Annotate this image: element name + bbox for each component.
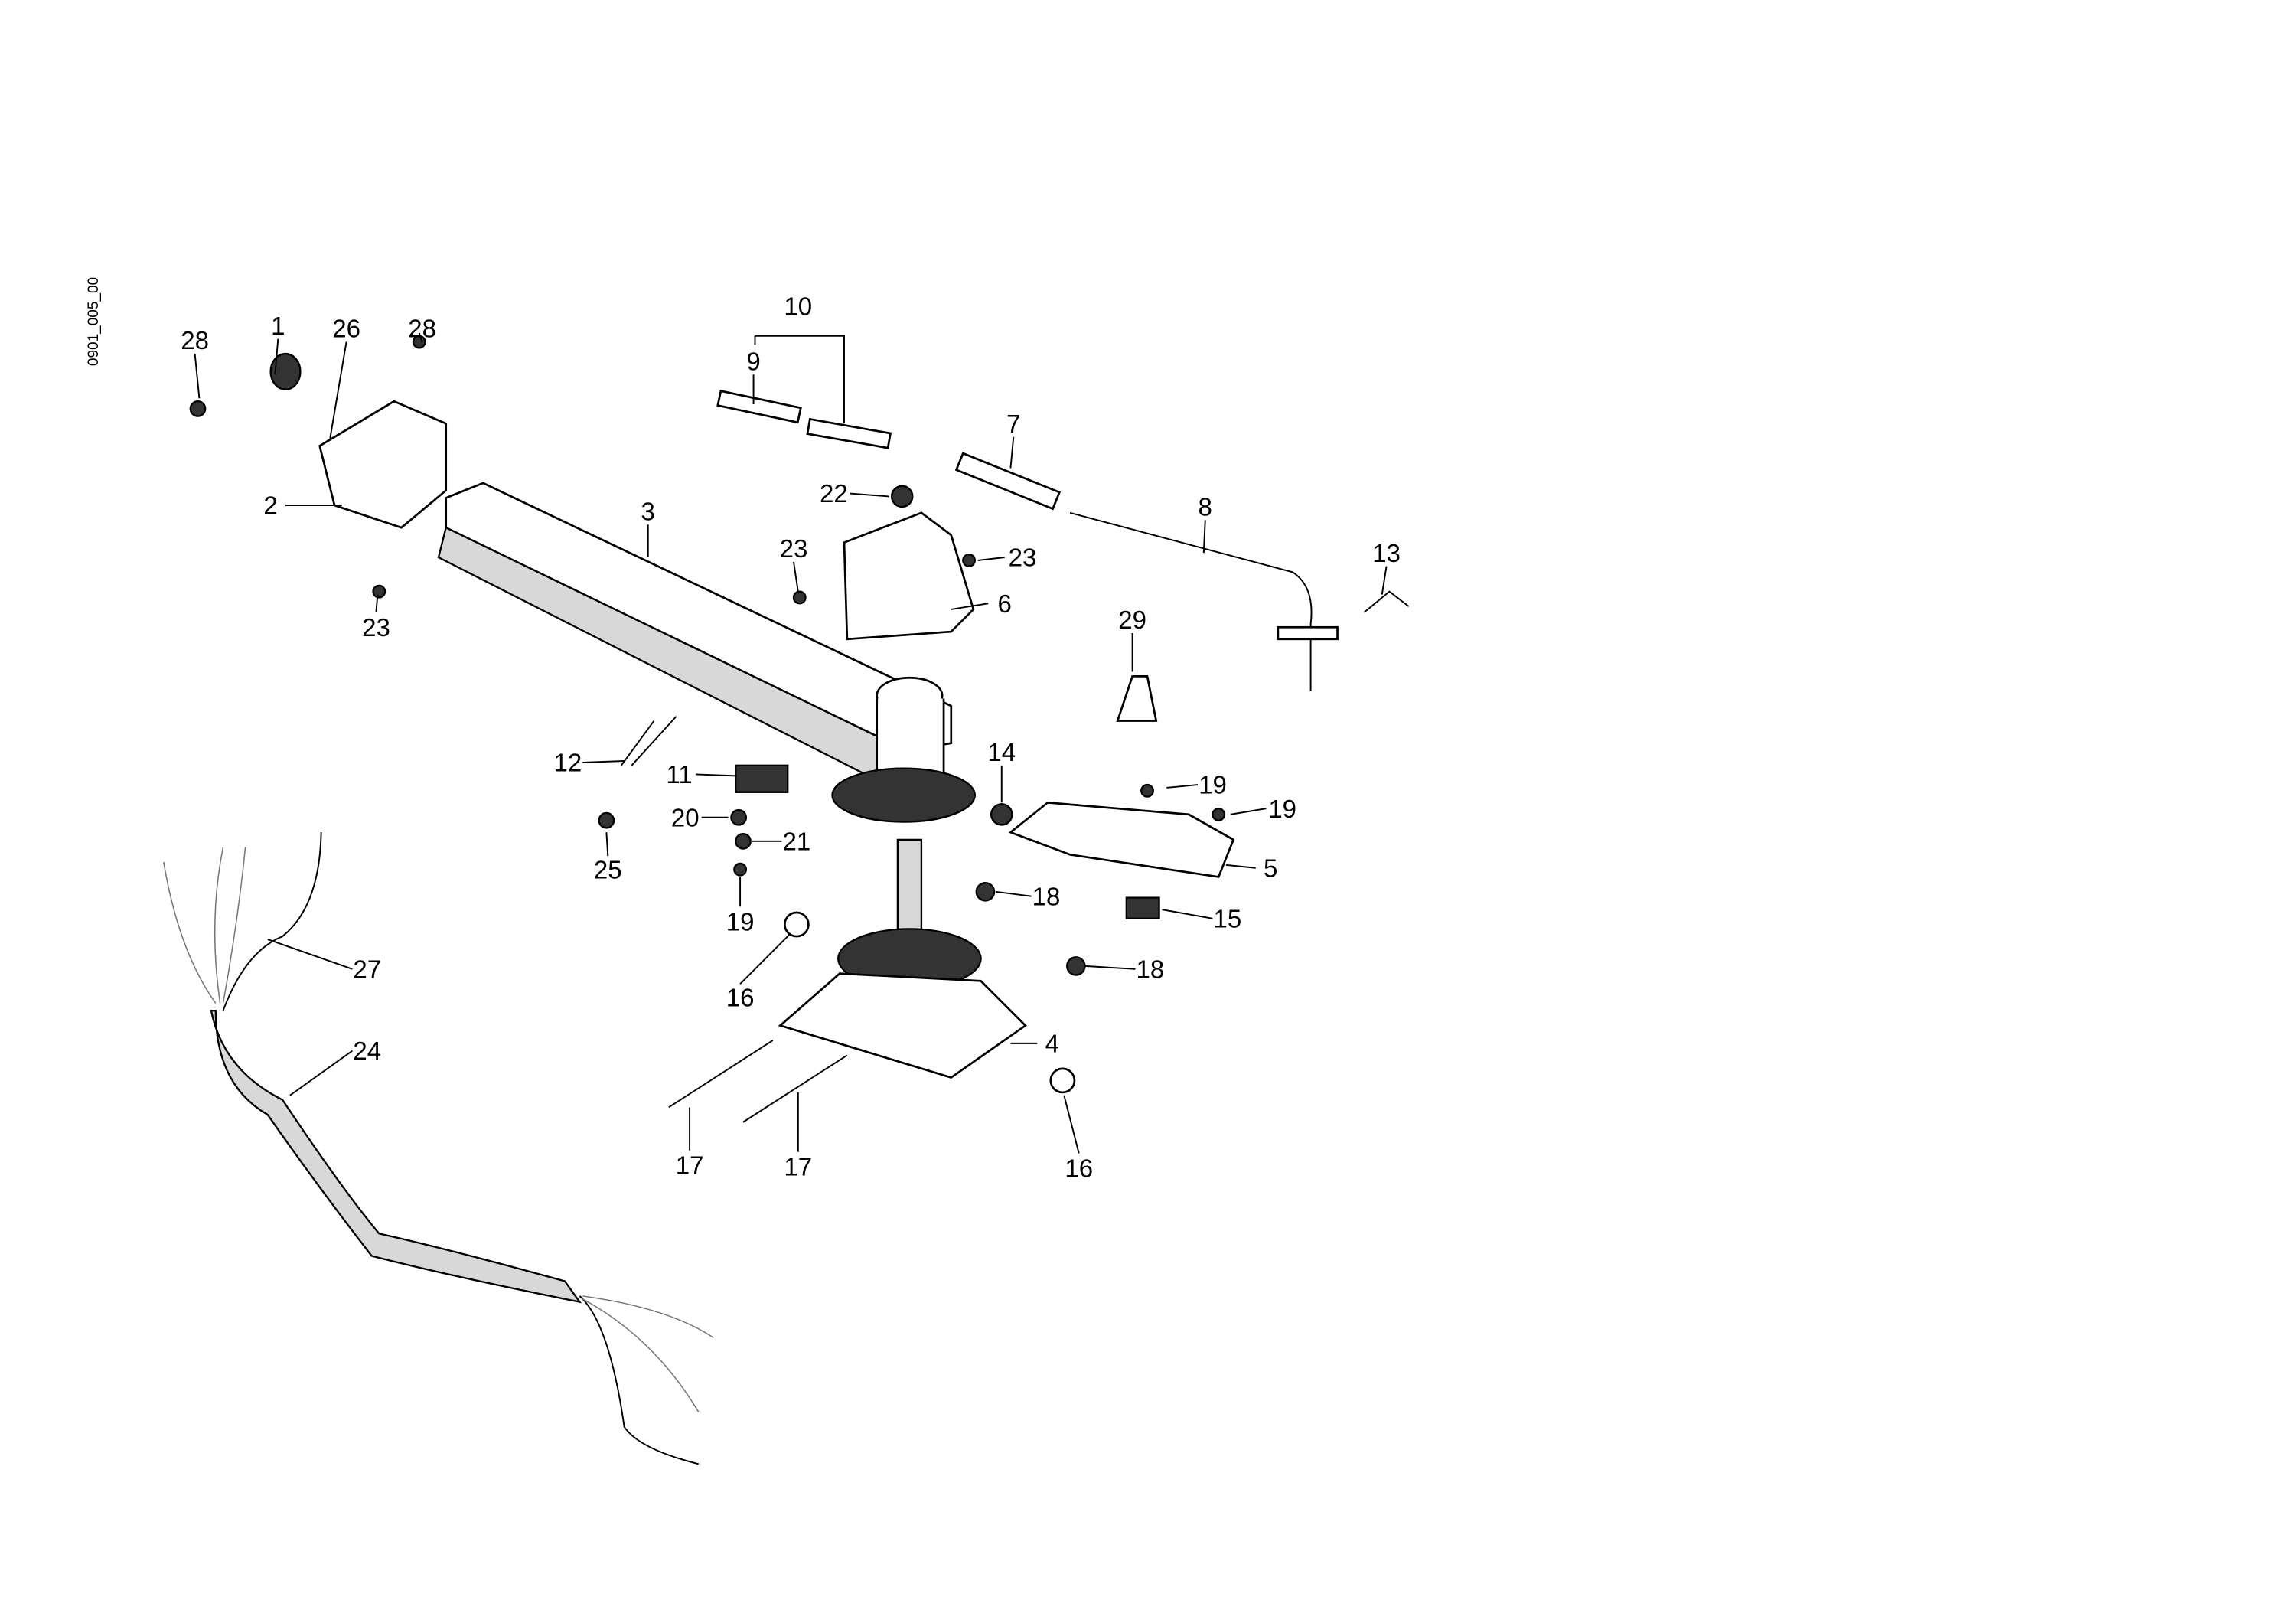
callout-28: 28 <box>408 315 436 343</box>
part-15 <box>1125 896 1160 919</box>
callout-6: 6 <box>997 589 1011 618</box>
part-29 <box>1116 674 1158 722</box>
callout-4: 4 <box>1045 1030 1059 1058</box>
callout-2: 2 <box>263 491 277 520</box>
part-8-rod <box>1069 511 1313 691</box>
part-small-28b <box>412 335 426 349</box>
callout-leader-lines <box>194 332 1388 1154</box>
part-cable-27 <box>222 832 322 1011</box>
part-7 <box>954 452 1062 511</box>
part-bolt-17b <box>742 1054 848 1123</box>
part-small-18a <box>975 882 996 902</box>
callout-19: 19 <box>1268 795 1296 823</box>
part-small-14 <box>990 803 1013 826</box>
part-small-19b <box>1212 807 1226 821</box>
part-small-22 <box>890 485 914 508</box>
part-wires-top <box>163 847 246 1004</box>
callout-18: 18 <box>1032 882 1061 910</box>
callout-1: 1 <box>271 312 285 340</box>
callout-3: 3 <box>641 497 655 525</box>
part-gear-upper <box>831 767 976 823</box>
part-small-23c <box>372 584 386 599</box>
part-wires-bottom <box>582 1295 714 1412</box>
part-small-23b <box>962 553 976 567</box>
part-base-4 <box>778 972 1027 1079</box>
part-plate-5 <box>1008 801 1235 878</box>
parts-drawing <box>163 335 1410 1465</box>
part-10 <box>806 417 892 449</box>
part-1 <box>269 352 302 390</box>
callout-5: 5 <box>1264 854 1277 882</box>
part-washer-16a <box>783 911 810 938</box>
part-washer-16b <box>1049 1067 1076 1094</box>
part-cover-6 <box>843 511 975 641</box>
callout-24: 24 <box>353 1037 381 1065</box>
callout-26: 26 <box>332 315 360 343</box>
callout-16: 16 <box>726 983 755 1011</box>
callout-12: 12 <box>554 749 582 777</box>
part-small-28a <box>189 400 207 417</box>
callout-20: 20 <box>671 803 700 831</box>
callout-11: 11 <box>666 760 692 789</box>
part-cable-end <box>579 1295 699 1465</box>
part-bracket-2 <box>318 400 448 529</box>
callout-23: 23 <box>1009 544 1037 572</box>
callout-22: 22 <box>820 479 848 508</box>
callout-29: 29 <box>1118 606 1146 634</box>
part-bolt-17a <box>668 1040 774 1109</box>
callout-17: 17 <box>676 1151 704 1180</box>
callout-14: 14 <box>987 738 1016 766</box>
callout-19: 19 <box>1199 771 1227 799</box>
callout-21: 21 <box>783 827 811 855</box>
part-small-25 <box>598 812 615 829</box>
part-small-19c <box>733 862 748 877</box>
part-12 <box>620 716 677 766</box>
callout-19: 19 <box>726 907 755 936</box>
callout-17: 17 <box>784 1153 812 1181</box>
part-small-19a <box>1140 783 1154 798</box>
callout-23: 23 <box>780 534 808 563</box>
part-13 <box>1363 590 1410 613</box>
callout-10: 10 <box>784 292 812 321</box>
part-small-23a <box>792 590 807 605</box>
part-11 <box>735 764 789 793</box>
part-cable-24 <box>210 1009 582 1304</box>
callout-27: 27 <box>353 955 381 983</box>
part-small-21 <box>735 832 752 850</box>
callout-9: 9 <box>746 347 760 375</box>
callout-28: 28 <box>181 326 209 354</box>
part-small-20 <box>730 808 748 826</box>
callout-15: 15 <box>1214 904 1242 932</box>
part-small-18b <box>1066 956 1086 976</box>
callout-25: 25 <box>594 855 622 883</box>
callout-16: 16 <box>1065 1154 1093 1183</box>
callout-7: 7 <box>1006 410 1020 438</box>
part-8-foot <box>1277 625 1339 641</box>
callout-23: 23 <box>362 613 390 642</box>
callout-13: 13 <box>1372 539 1401 567</box>
callout-8: 8 <box>1199 493 1212 521</box>
callout-18: 18 <box>1137 955 1165 983</box>
part-9 <box>716 389 802 424</box>
